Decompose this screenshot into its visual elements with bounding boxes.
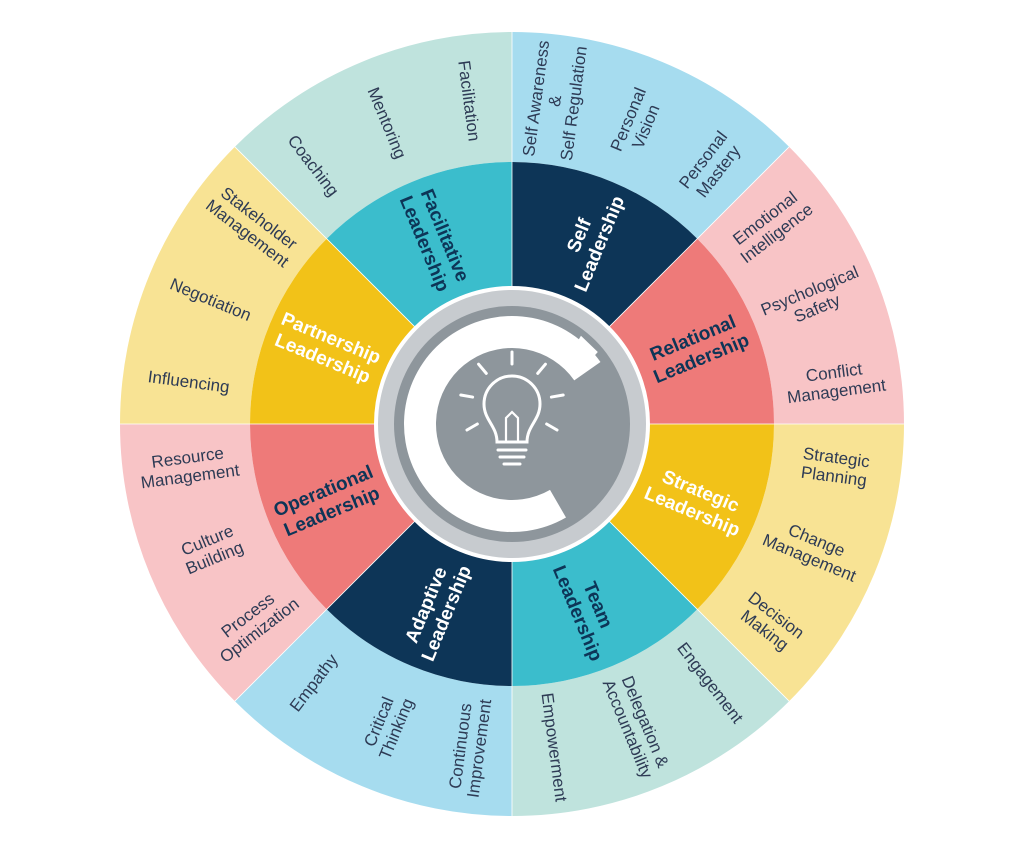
segment-partnership: [250, 238, 415, 424]
center-hub: [378, 290, 646, 558]
logo-c-arc: [404, 316, 601, 532]
outer-band-operational: [120, 424, 327, 702]
sector-divider: [609, 146, 790, 327]
segment-relational: [609, 238, 774, 424]
inner-leadership-ring: [120, 32, 904, 816]
outer-skill-ring: [120, 32, 904, 816]
skill-label: StrategicPlanning: [799, 444, 871, 490]
segment-operational: [250, 424, 415, 610]
segment-self: [512, 162, 698, 327]
outer-band-relational: [697, 146, 904, 424]
segment-facilitative: [326, 162, 512, 327]
outer-band-team: [512, 609, 790, 816]
outer-band-facilitative: [234, 32, 512, 239]
segment-adaptive: [326, 521, 512, 686]
outer-band-self: [512, 32, 790, 239]
outer-band-partnership: [120, 146, 327, 424]
segment-strategic: [609, 424, 775, 610]
sector-divider: [234, 521, 415, 702]
skill-label-line: &: [545, 93, 565, 107]
outer-band-strategic: [697, 424, 904, 702]
lightbulb-icon: [459, 350, 565, 466]
logo-tab: [568, 335, 598, 369]
sector-divider: [609, 521, 790, 702]
sector-divider: [234, 146, 415, 327]
outer-band-adaptive: [234, 609, 512, 816]
segment-team: [512, 521, 698, 686]
